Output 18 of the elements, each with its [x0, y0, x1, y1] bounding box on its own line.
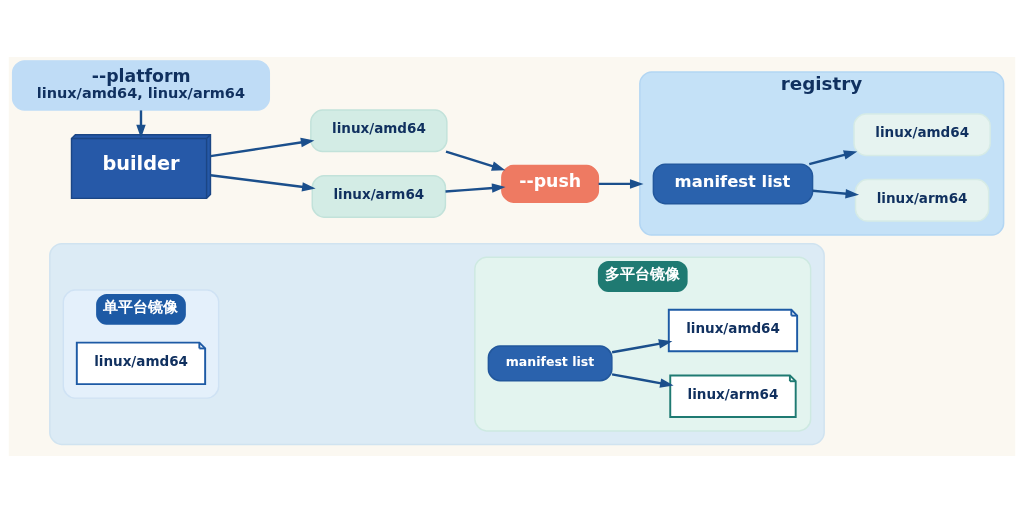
node-box: linux/amd64 — [310, 108, 448, 152]
node-box: manifest list — [652, 162, 814, 204]
cluster — [49, 242, 825, 445]
node-box: linux/arm64 — [854, 178, 990, 222]
arrow — [210, 137, 315, 157]
arrow — [611, 372, 674, 388]
node-box: linux/arm64 — [311, 174, 447, 218]
node-box: --platform linux/amd64, linux/arm64 — [11, 59, 271, 111]
arrow — [812, 188, 860, 198]
arrow — [611, 338, 673, 353]
node-box: --push — [501, 164, 600, 203]
arrow — [598, 178, 644, 189]
arrow — [445, 182, 506, 193]
arrow — [808, 149, 858, 165]
arrow — [210, 173, 316, 192]
arrow — [445, 149, 506, 171]
node-box: manifest list — [487, 344, 613, 381]
node-box: linux/amd64 — [853, 112, 991, 156]
